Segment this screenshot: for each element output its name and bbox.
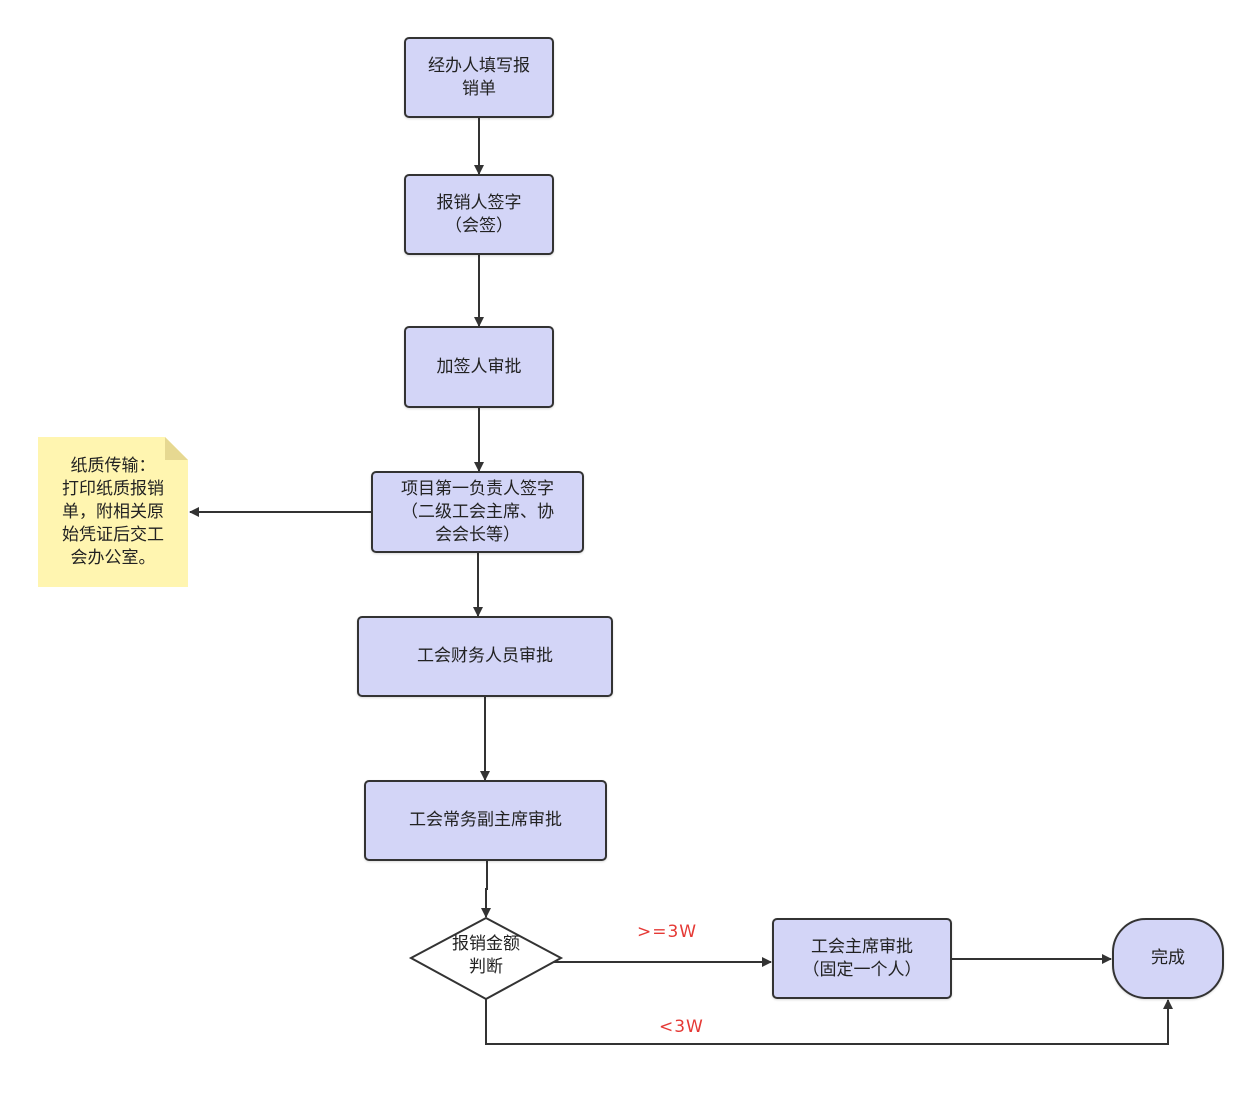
node-complete[interactable]: 完成 (1112, 918, 1224, 999)
node-claimant-sign[interactable]: 报销人签字 （会签） (404, 174, 554, 255)
note-paper-transfer[interactable]: 纸质传输： 打印纸质报销 单，附相关原 始凭证后交工 会办公室。 (38, 437, 188, 587)
node-countersigner-approval[interactable]: 加签人审批 (404, 326, 554, 408)
node-amount-decision[interactable]: 报销金额 判断 (452, 934, 520, 977)
node-fill-reimbursement-form[interactable]: 经办人填写报 销单 (404, 37, 554, 118)
node-vice-chairman-approval[interactable]: 工会常务副主席审批 (364, 780, 607, 861)
decision-diamond-shape (408, 916, 564, 1001)
node-chairman-approval[interactable]: 工会主席审批 （固定一个人） (772, 918, 952, 999)
edge-label-lt-3w: <3W (659, 1017, 704, 1037)
edge-label-ge-3w: >=3W (637, 922, 698, 942)
node-finance-approval[interactable]: 工会财务人员审批 (357, 616, 613, 697)
note-fold-corner (165, 437, 188, 460)
edge-d1-end (485, 999, 1173, 1045)
edge-n6-d1 (481, 861, 491, 918)
node-project-lead-sign[interactable]: 项目第一负责人签字 （二级工会主席、协 会会长等） (371, 471, 584, 553)
